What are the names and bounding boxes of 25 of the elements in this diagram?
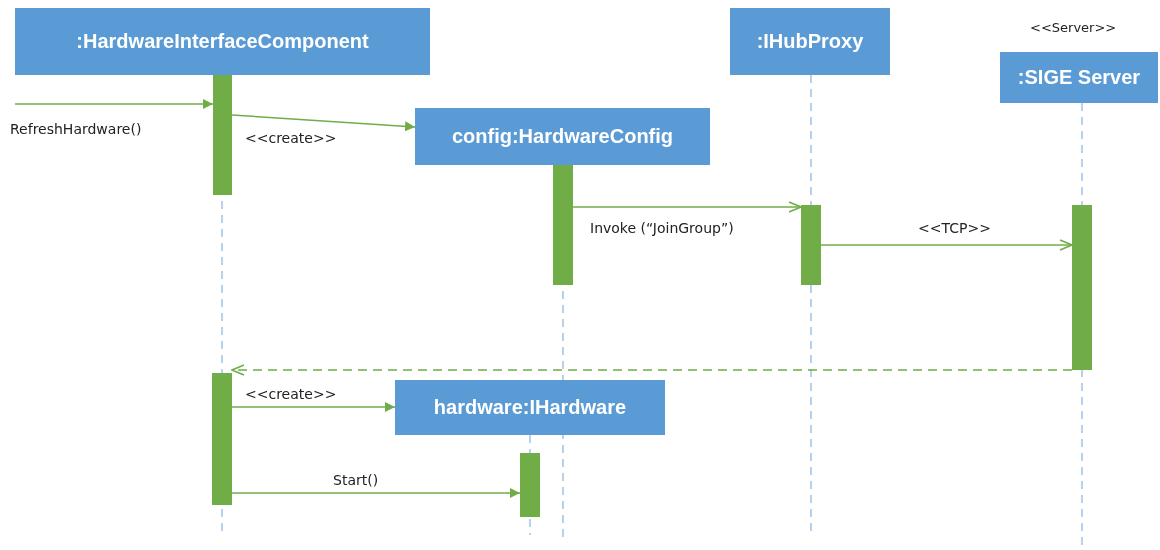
message-label: Start() <box>333 472 379 488</box>
activation-bar <box>520 453 540 517</box>
message-arrow <box>572 201 802 213</box>
message-arrow <box>231 364 1073 376</box>
message-arrow <box>231 114 416 132</box>
activation-bar <box>801 205 821 285</box>
message-arrow <box>14 99 214 109</box>
activation-bar <box>212 373 232 505</box>
message-arrow <box>231 402 396 412</box>
message-arrow <box>231 488 521 498</box>
object-header: hardware:IHardware <box>395 380 665 435</box>
message-label: <<create>> <box>245 386 337 402</box>
message-label: RefreshHardware() <box>10 121 142 137</box>
activation-bar <box>1072 205 1092 370</box>
message-label: <<TCP>> <box>918 220 991 236</box>
object-header: :HardwareInterfaceComponent <box>15 8 430 75</box>
message-label: Invoke (“JoinGroup”) <box>590 220 734 236</box>
activation-bar <box>213 75 232 195</box>
object-header: config:HardwareConfig <box>415 108 710 165</box>
activation-bar <box>553 165 573 285</box>
stereotype-label: <<Server>> <box>1030 20 1117 35</box>
message-arrow <box>820 239 1073 251</box>
message-label: <<create>> <box>245 130 337 146</box>
object-header: :SIGE Server <box>1000 52 1158 103</box>
object-header: :IHubProxy <box>730 8 890 75</box>
